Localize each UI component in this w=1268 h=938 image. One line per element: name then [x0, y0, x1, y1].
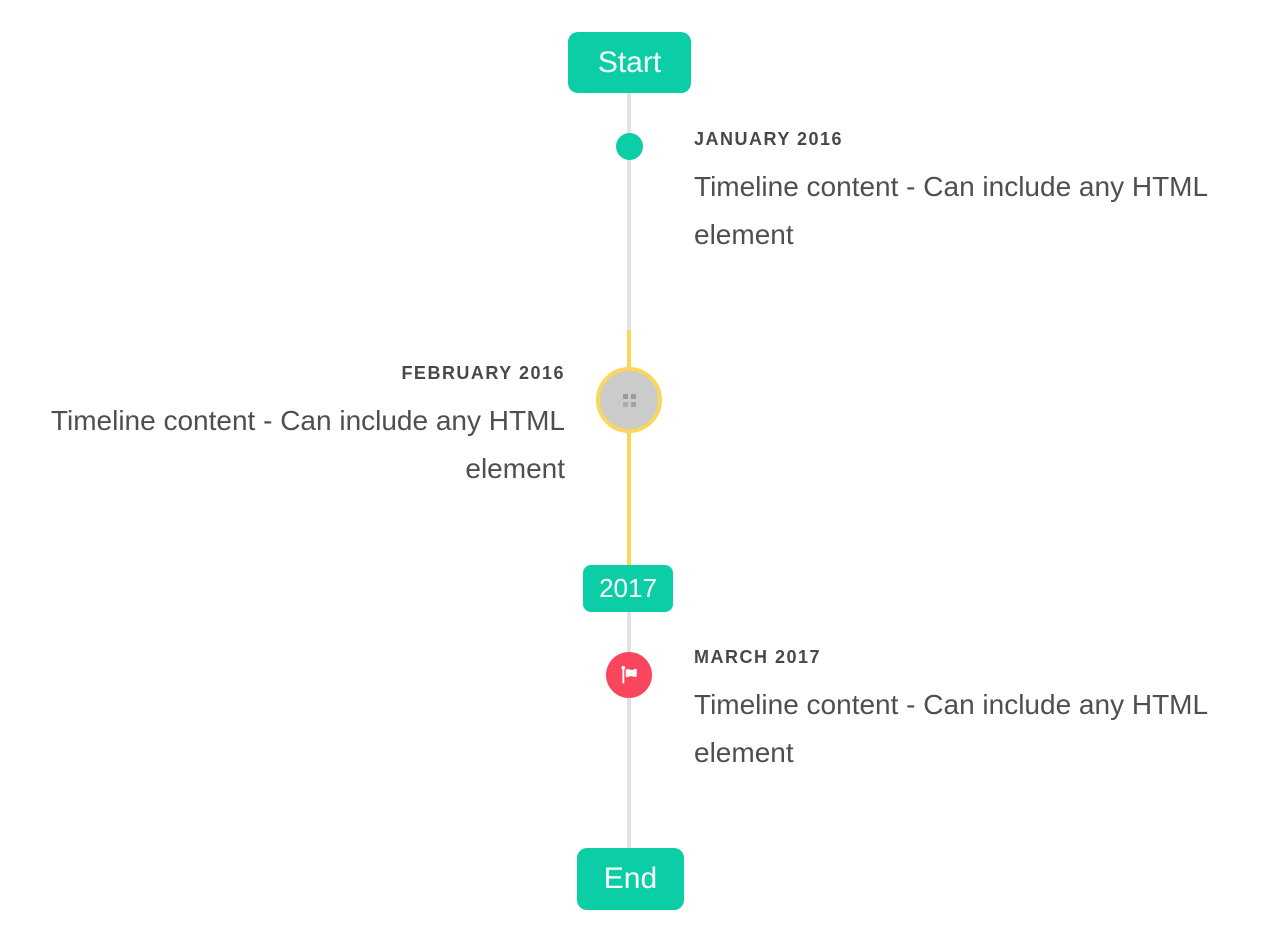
timeline-end-label: End	[603, 862, 658, 895]
broken-image-icon	[622, 393, 636, 407]
event-item-january: JANUARY 2016 Timeline content - Can incl…	[694, 128, 1226, 259]
event-content: Timeline content - Can include any HTML …	[694, 171, 1208, 250]
event-marker-january	[616, 133, 643, 160]
event-date: JANUARY 2016	[694, 129, 844, 149]
event-marker-february	[596, 367, 662, 433]
event-date: FEBRUARY 2016	[401, 363, 565, 383]
timeline-start-label: Start	[597, 45, 662, 79]
timeline-line-highlight-segment	[627, 330, 631, 567]
event-marker-march	[606, 652, 652, 698]
event-content: Timeline content - Can include any HTML …	[50, 405, 565, 484]
event-date: MARCH 2017	[694, 647, 822, 667]
timeline-start-badge: Start	[568, 32, 691, 93]
flag-icon	[621, 665, 637, 684]
event-content: Timeline content - Can include any HTML …	[694, 689, 1208, 768]
timeline-year-badge: 2017	[583, 565, 673, 612]
event-item-february: FEBRUARY 2016 Timeline content - Can inc…	[33, 362, 565, 493]
timeline-year-label: 2017	[599, 573, 657, 603]
event-item-march: MARCH 2017 Timeline content - Can includ…	[694, 646, 1226, 777]
timeline-end-badge: End	[577, 848, 684, 910]
